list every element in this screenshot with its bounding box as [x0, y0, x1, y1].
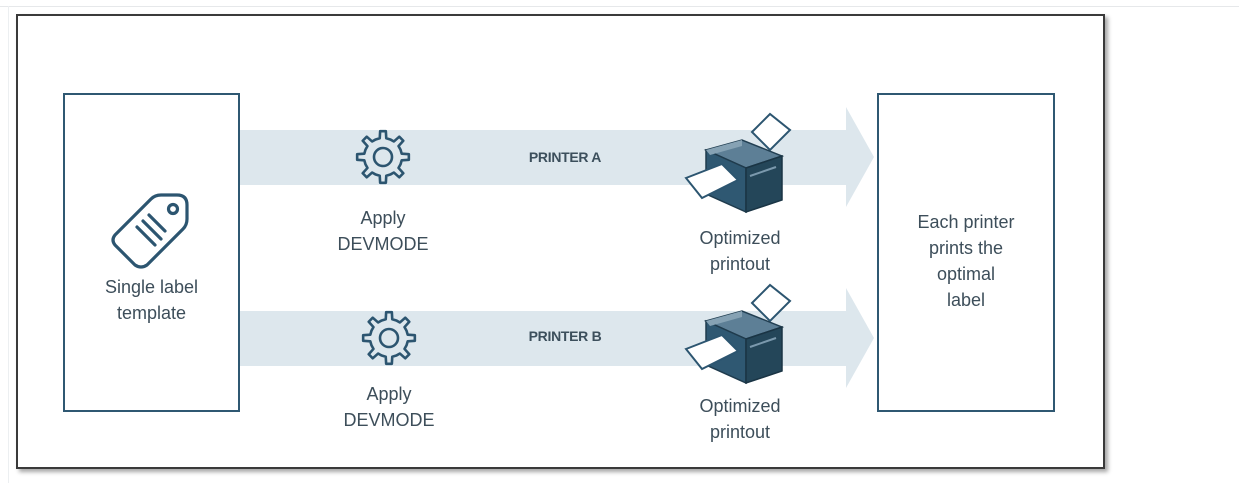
left-divider — [8, 6, 9, 483]
lane-a-step-label: Apply DEVMODE — [337, 208, 429, 254]
printer-icon — [684, 112, 792, 214]
source-box: Single label template — [63, 93, 240, 412]
lane-b-result-label: Optimized printout — [699, 396, 781, 442]
lane-a-printer-label: PRINTER A — [528, 149, 602, 165]
lane-b-step-label: Apply DEVMODE — [343, 384, 435, 430]
source-box-label: Single label template — [104, 277, 199, 323]
gear-icon — [355, 129, 411, 185]
gear-icon — [361, 310, 417, 366]
lane-b-printer-label: PRINTER B — [528, 328, 602, 344]
printer-icon — [684, 283, 792, 385]
target-box-label: Each printer prints the optimal label — [917, 212, 1015, 310]
lane-a-result-label: Optimized printout — [699, 228, 781, 274]
top-divider — [0, 0, 1239, 7]
target-box: Each printer prints the optimal label — [877, 93, 1055, 412]
tag-icon — [111, 193, 189, 269]
